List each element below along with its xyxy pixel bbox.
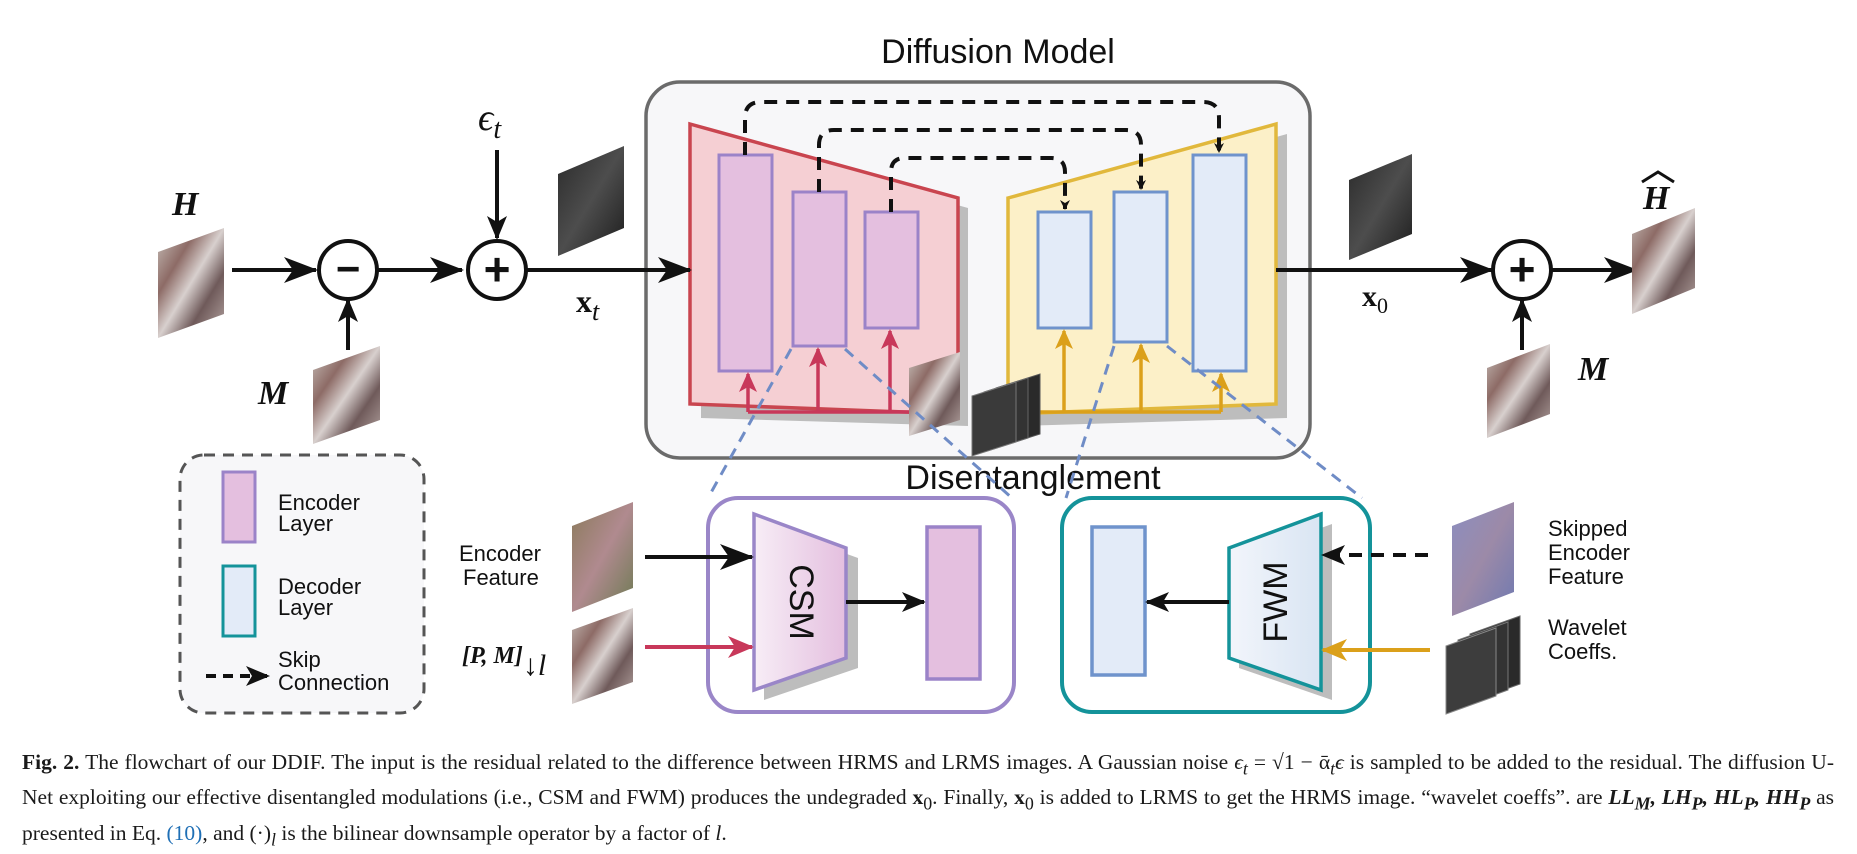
pm-image	[572, 608, 633, 704]
ddif-flowchart: Diffusion Model H − M + ϵt x	[158, 33, 1695, 715]
diffusion-model-title: Diffusion Model	[881, 33, 1115, 71]
minus-sign: −	[336, 245, 361, 292]
zoom-line-csm-left	[706, 348, 793, 499]
disentanglement-title: Disentanglement	[905, 459, 1161, 497]
caption-coeff-hh: , HH	[1754, 785, 1800, 810]
caption-text-1: The flowchart of our DDIF. The input is …	[79, 750, 1235, 774]
plus-sign-noise: +	[484, 243, 511, 295]
caption-text-4: is added to LRMS to get the HRMS image. …	[1033, 785, 1609, 810]
caption-noise-symbol: ϵ	[1234, 750, 1243, 774]
skip-connection-middle	[817, 128, 1146, 192]
skip-connection-inner	[889, 156, 1070, 212]
caption-factor: l	[715, 820, 722, 845]
decoder-layer-1	[1036, 210, 1093, 330]
caption-coeff-lh: , LH	[1650, 785, 1692, 810]
caption-text-2: is sampled to be added to the residual. …	[22, 750, 1834, 810]
legend-decoder-swatch	[221, 564, 257, 638]
caption-text-5: as presented in Eq.	[22, 785, 1835, 845]
decoder-layer-3	[1191, 153, 1248, 373]
encoder-layer-2	[791, 190, 848, 348]
encoder-layer-1	[717, 153, 774, 373]
csm-block	[752, 511, 848, 693]
symbol-M-right: M	[1577, 351, 1610, 388]
fwm-block	[1227, 511, 1323, 693]
skipped-feature-image	[1452, 502, 1514, 616]
caption-noise-sub: t	[1242, 758, 1248, 779]
output-image-x0	[1349, 154, 1412, 260]
caption-text-3: . Finally,	[932, 785, 1015, 810]
caption-coeff-hl: , HL	[1702, 785, 1744, 810]
wavelet-stack-small	[971, 373, 1041, 457]
caption-text-8: .	[721, 820, 727, 845]
output-hrms-image	[1632, 208, 1695, 314]
caption-text-6: , and	[202, 820, 250, 845]
caption-coeff-ll: LL	[1608, 785, 1635, 810]
equation-reference-link[interactable]: (10)	[166, 820, 203, 845]
caption-x0-b: x	[1014, 785, 1025, 810]
zoom-line-fwm-right	[1166, 344, 1363, 500]
legend-encoder-swatch	[221, 470, 257, 544]
noisy-image-xt	[558, 146, 624, 256]
hrms-image	[158, 228, 224, 338]
caption-x0-a: x	[912, 785, 924, 810]
csm-label: CSM	[782, 564, 820, 640]
symbol-H: H	[171, 186, 200, 223]
plus-operator-noise	[466, 239, 528, 301]
lrms-image-left	[313, 346, 380, 444]
caption-noise-formula: = √1 − ᾱ	[1247, 750, 1331, 774]
caption-label: Fig. 2.	[22, 750, 80, 774]
caption-coeff-hh-sub: P	[1799, 793, 1811, 814]
caption-x0-a-sub: 0	[923, 793, 933, 814]
caption-operator: (·)	[249, 820, 271, 845]
zoom-line-fwm-left	[1064, 345, 1116, 499]
fwm-output-layer	[1090, 525, 1147, 677]
encoder-feature-image	[572, 502, 633, 612]
hat-accent	[1641, 170, 1675, 184]
caption-alpha-sub: t	[1330, 758, 1336, 779]
figure-caption: Fig. 2. The flowchart of our DDIF. The i…	[22, 748, 1834, 854]
plus-sign-output: +	[1509, 243, 1536, 295]
wavelet-stack-image	[1445, 615, 1521, 715]
fwm-label: FWM	[1257, 561, 1295, 642]
pm-downsample-label: [P, M]↓l	[462, 643, 546, 682]
decoder-layer-2	[1112, 190, 1169, 344]
caption-coeff-hl-sub: P	[1743, 793, 1755, 814]
caption-x0-b-sub: 0	[1024, 793, 1034, 814]
lrms-image-right	[1487, 344, 1550, 438]
symbol-M-left: M	[257, 375, 290, 412]
caption-coeff-ll-sub: M	[1634, 793, 1651, 814]
caption-coeff-lh-sub: P	[1691, 793, 1703, 814]
symbol-Hhat: H	[1642, 180, 1671, 217]
symbol-x0: x0	[1362, 280, 1388, 318]
csm-output-layer	[925, 525, 982, 681]
caption-text-7: is the bilinear downsample operator by a…	[275, 820, 716, 845]
encoder-layer-3	[863, 210, 920, 330]
symbol-xt: xt	[576, 283, 600, 326]
caption-operator-sub: l	[270, 828, 276, 849]
caption-eps: ϵ	[1335, 750, 1344, 774]
symbol-epsilon: ϵt	[478, 97, 502, 145]
pm-image-small	[909, 352, 960, 436]
